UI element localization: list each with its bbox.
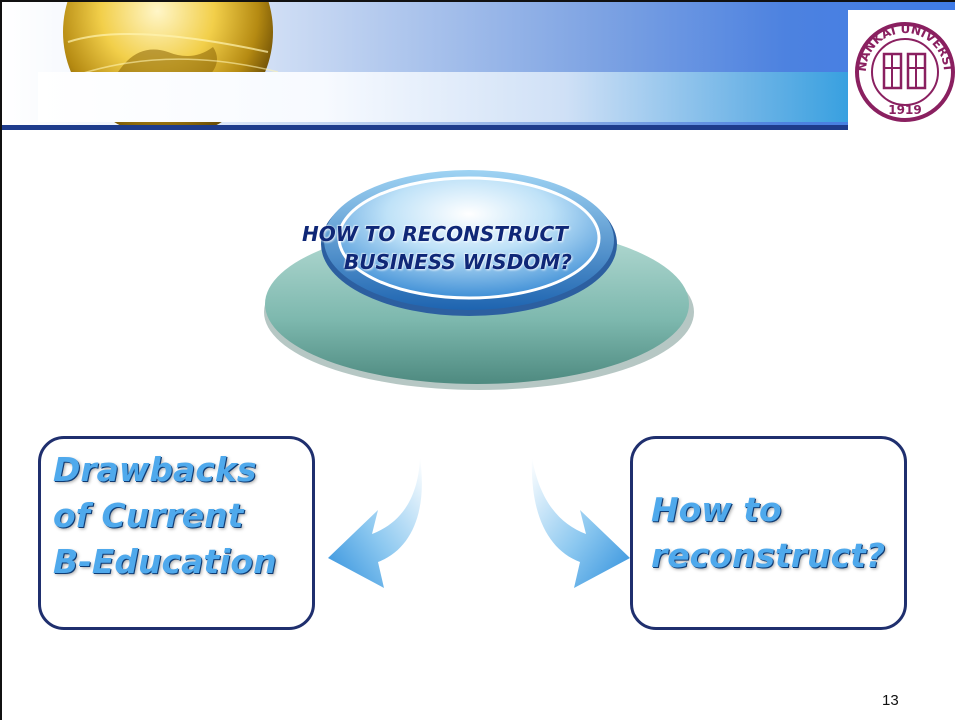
header-banner [2, 2, 955, 130]
nankai-university-logo: NANKAI UNIVERSITY 1919 [843, 0, 955, 130]
drawbacks-text: Drawbacks of Current B-Education [53, 447, 277, 585]
center-title: HOW TO RECONSTRUCT BUSINESS WISDOM? [302, 220, 662, 276]
page-number: 13 [882, 692, 899, 709]
drawbacks-line-3: B-Education [53, 542, 277, 581]
drawbacks-line-2: of Current [53, 496, 244, 535]
reconstruct-text: How to reconstruct? [651, 487, 885, 579]
curved-arrow-right-icon [531, 458, 630, 588]
svg-text:1919: 1919 [888, 103, 921, 117]
drawbacks-box: Drawbacks of Current B-Education [38, 436, 315, 630]
header-divider [2, 125, 955, 130]
curved-arrow-left-icon [328, 458, 422, 588]
header-strip [38, 72, 850, 122]
reconstruct-line-2: reconstruct? [651, 536, 886, 575]
center-title-line-2: BUSINESS WISDOM? [344, 250, 572, 274]
drawbacks-line-1: Drawbacks [53, 450, 257, 489]
center-ellipse-graphic [264, 170, 694, 390]
reconstruct-line-1: How to [651, 490, 782, 529]
reconstruct-box: How to reconstruct? [630, 436, 907, 630]
center-title-line-1: HOW TO RECONSTRUCT [302, 222, 568, 246]
